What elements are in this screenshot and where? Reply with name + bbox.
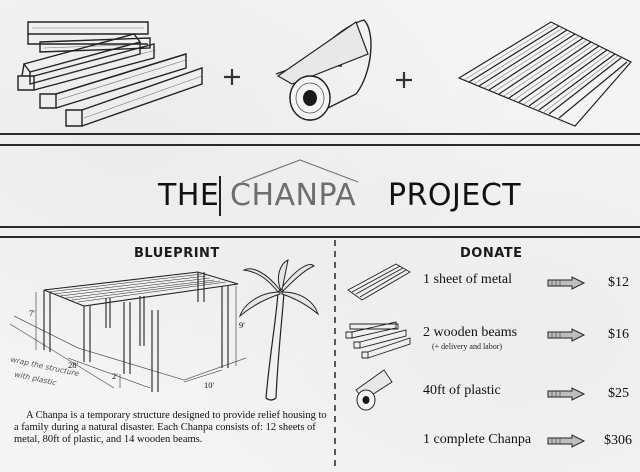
blueprint-heading: BLUEPRINT bbox=[134, 246, 220, 261]
dimension-length: 28' bbox=[68, 360, 79, 370]
nail-plus-icon bbox=[224, 69, 240, 85]
wood-beams-icon bbox=[345, 321, 411, 359]
donate-item-label: 2 wooden beams bbox=[423, 325, 518, 340]
pencil-arrow-icon bbox=[547, 387, 586, 401]
chanpa-blueprint-drawing bbox=[9, 259, 320, 401]
roof-outline bbox=[241, 159, 359, 183]
dimension-height-right: 9' bbox=[239, 320, 245, 330]
dimension-width: 10' bbox=[204, 380, 215, 390]
donate-item-price: $25 bbox=[608, 386, 629, 401]
divider-line bbox=[0, 226, 640, 228]
page-title: THE CHANPA PROJECT bbox=[140, 176, 521, 216]
section-divider bbox=[334, 240, 336, 470]
title-the: THE bbox=[158, 178, 220, 213]
title-divider bbox=[219, 176, 221, 216]
metal-sheet-icon bbox=[457, 21, 632, 127]
divider-line bbox=[0, 144, 640, 146]
pencil-arrow-icon bbox=[547, 434, 586, 448]
plastic-roll-icon bbox=[355, 369, 393, 411]
blueprint-description: A Chanpa is a temporary structure design… bbox=[14, 410, 327, 445]
donate-item-price: $306 bbox=[604, 433, 632, 448]
donate-item-price: $12 bbox=[608, 275, 629, 290]
dimension-post-gap: 2' bbox=[112, 371, 118, 381]
wood-beams-icon bbox=[17, 21, 203, 127]
divider-line bbox=[0, 236, 640, 238]
title-project: PROJECT bbox=[388, 178, 522, 213]
dimension-height-left: 7' bbox=[29, 308, 35, 318]
divider-line bbox=[0, 133, 640, 135]
donate-item-label: 40ft of plastic bbox=[423, 383, 501, 398]
donate-item-label: 1 sheet of metal bbox=[423, 272, 513, 287]
donate-item-sublabel: (+ delivery and labor) bbox=[432, 342, 503, 351]
plastic-roll-icon bbox=[275, 19, 372, 121]
donate-heading: DONATE bbox=[460, 246, 523, 261]
metal-sheet-icon bbox=[347, 263, 411, 301]
donate-item-label: 1 complete Chanpa bbox=[423, 432, 532, 447]
nail-plus-icon bbox=[396, 72, 412, 88]
pencil-arrow-icon bbox=[547, 328, 586, 342]
donate-item-price: $16 bbox=[608, 327, 629, 342]
pencil-arrow-icon bbox=[547, 276, 586, 290]
title-chanpa: CHANPA bbox=[230, 178, 357, 213]
